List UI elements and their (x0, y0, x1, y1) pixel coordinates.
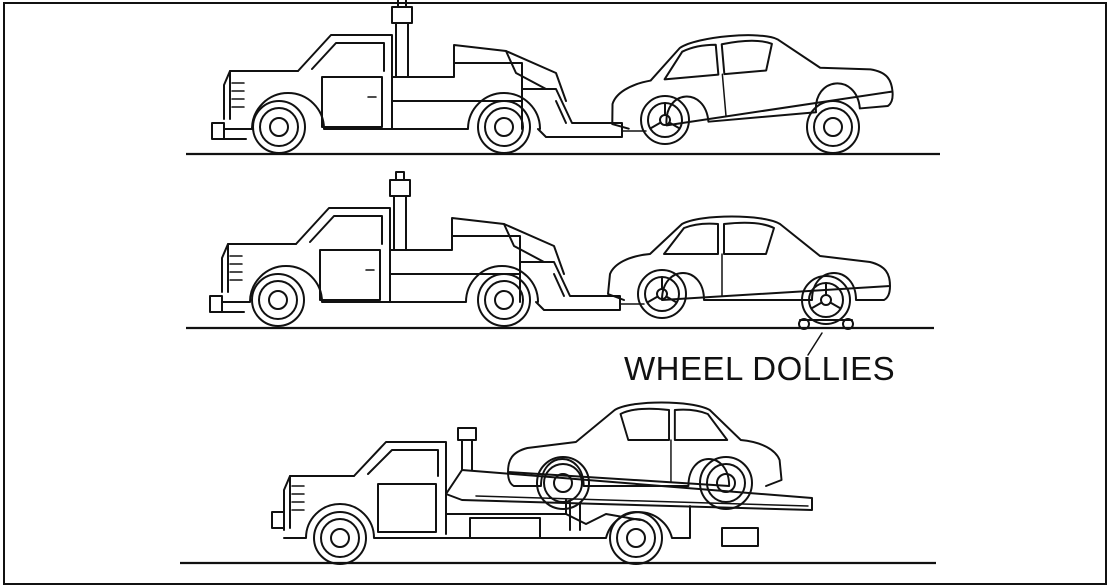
truck-1-rear-wheel (477, 100, 531, 154)
truck-1-front-wheel (252, 100, 306, 154)
truck-2-front-wheel (251, 273, 305, 327)
car-1-rear-wheel (806, 100, 860, 154)
wheel-dollies-leader-line (807, 332, 823, 356)
car-2-dolly-wheel (801, 275, 851, 325)
towed-car-2 (607, 215, 891, 301)
flatbed-front-wheel (313, 511, 367, 565)
truck-2-rear-wheel (477, 273, 531, 327)
flatbed-truck (271, 427, 813, 547)
wheel-dolly (798, 318, 854, 330)
car-1-lifted-wheel (640, 95, 690, 145)
row-2-wheel-lift-with-dollies (186, 171, 934, 356)
loaded-car-front-wheel (536, 456, 590, 510)
row-3-flatbed-carrier (180, 401, 936, 565)
loaded-car (507, 401, 783, 487)
flatbed-rear-wheel (609, 511, 663, 565)
row-1-wheel-lift-tow (186, 0, 940, 156)
loaded-car-rear-wheel (699, 456, 753, 510)
wheel-dollies-label: WHEEL DOLLIES (624, 350, 896, 387)
